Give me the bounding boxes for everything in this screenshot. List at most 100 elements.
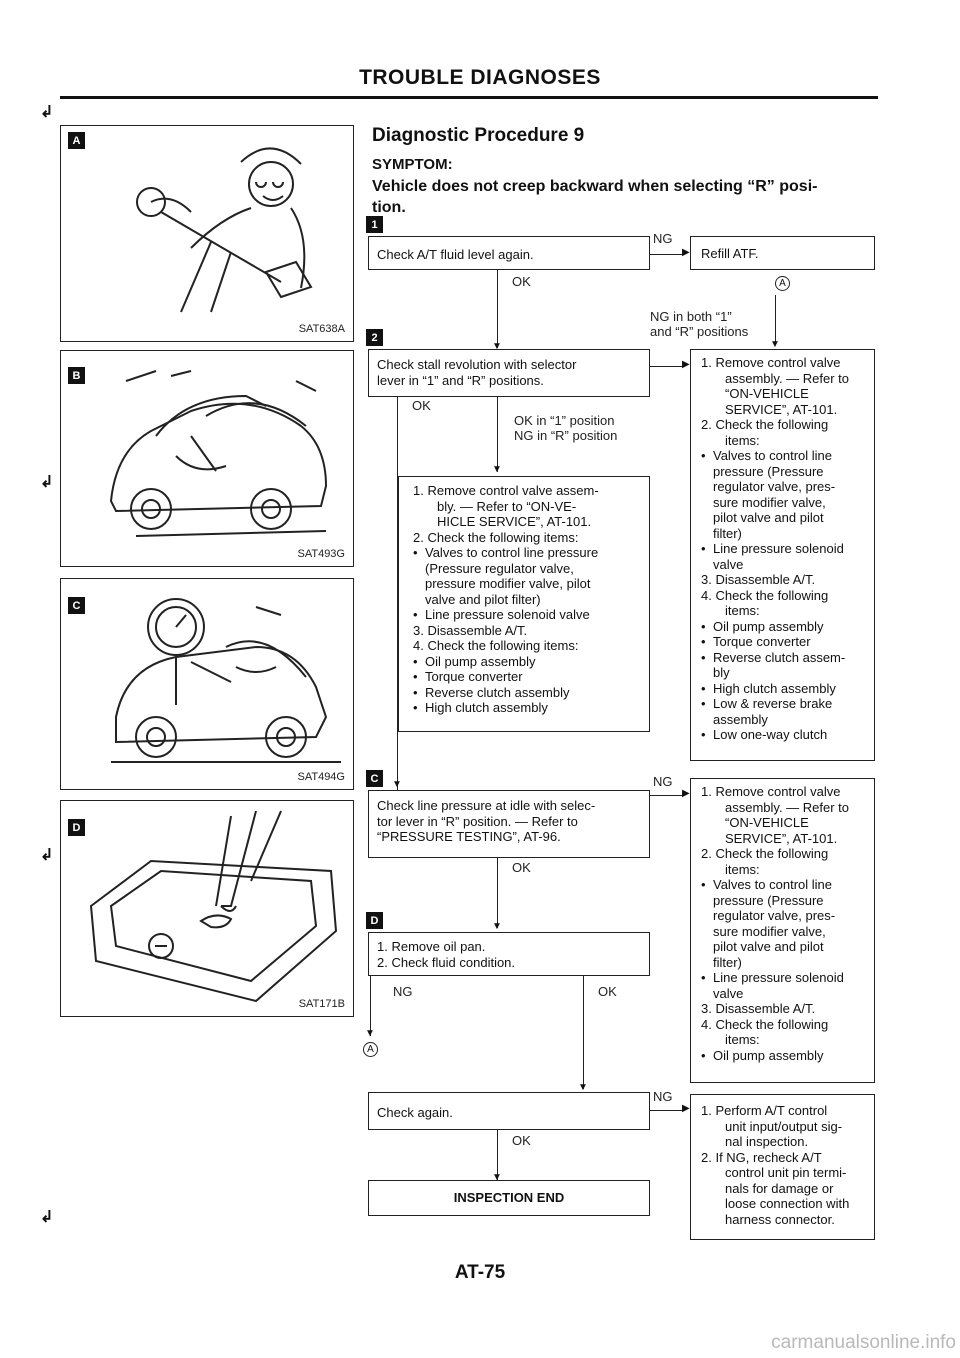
header-rule	[60, 96, 878, 99]
connector-line	[650, 1110, 684, 1111]
connector-line	[497, 858, 498, 928]
remedy-line: pressure modifier valve, pilot	[425, 576, 591, 591]
oil-pan-line2: 2. Check fluid condition.	[377, 954, 516, 970]
arrow-down-icon: ▼	[365, 1028, 375, 1039]
procedure-title: Diagnostic Procedure 9	[372, 125, 585, 146]
remedy-line: unit input/output sig-	[725, 1118, 843, 1134]
remedy-line: “ON-VEHICLE	[725, 815, 809, 830]
remedy-line: 4. Check the following items:	[413, 638, 579, 653]
remedy-line: (Pressure regulator valve,	[425, 560, 574, 576]
figure-caption: SAT493G	[297, 548, 346, 560]
remedy-line: HICLE SERVICE”, AT-101.	[437, 514, 592, 529]
remedy-line: valve	[713, 556, 744, 572]
remedy-line: 2. If NG, recheck A/T	[701, 1149, 822, 1165]
step-stall-check-box: Check stall revolution with selector lev…	[368, 349, 650, 397]
inspection-end-text: INSPECTION END	[453, 1190, 565, 1205]
arrow-right-icon: ▶	[682, 359, 690, 370]
remedy-line: items:	[725, 1032, 760, 1047]
margin-tick: ↲	[40, 1209, 54, 1226]
remedy-line: regulator valve, pres-	[713, 908, 836, 923]
ng-both-label-line1: NG in both “1”	[650, 309, 732, 324]
remedy-bullet: Reverse clutch assem-	[713, 649, 846, 665]
remedy-line: nals for damage or	[725, 1180, 834, 1196]
remedy-line: 4. Check the following	[701, 1016, 829, 1032]
connector-line	[497, 270, 498, 348]
ng-label: NG	[393, 984, 413, 999]
connector-line	[650, 254, 684, 255]
figure-caption: SAT638A	[298, 323, 345, 335]
remedy-line: 1. Remove control valve assem-	[413, 483, 599, 498]
remedy-line: control unit pin termi-	[725, 1165, 847, 1180]
remedy-bullet: Low & reverse brake	[713, 696, 833, 711]
figure-tag: A	[68, 132, 85, 149]
remedy-bullet: Line pressure solenoid	[713, 970, 844, 985]
remedy-line: 1. Perform A/T control	[701, 1103, 828, 1118]
figure-caption: SAT494G	[297, 771, 346, 783]
step-line-pressure-box: Check line pressure at idle with selec- …	[368, 790, 650, 858]
remedy-line: 1. Remove control valve	[701, 784, 841, 799]
remedy-bullet: Reverse clutch assembly	[425, 684, 570, 700]
remedy-line: pressure (Pressure	[713, 892, 824, 908]
remedy-line: “ON-VEHICLE	[725, 386, 809, 401]
remedy-line: valve and pilot filter)	[425, 591, 541, 607]
circle-a-reference: A	[775, 276, 790, 291]
remedy-line: sure modifier valve,	[713, 923, 826, 939]
remedy-line: sure modifier valve,	[713, 494, 826, 510]
remedy-box-middle: 1. Remove control valve assem- bly. — Re…	[398, 476, 650, 732]
ok-label: OK	[412, 398, 431, 413]
ng-in-r-label: NG in “R” position	[514, 428, 618, 443]
connector-line	[650, 795, 684, 796]
mechanic-dipstick-illustration	[136, 147, 313, 313]
car-hood-open-illustration	[109, 370, 328, 537]
oil-pan-line1: 1. Remove oil pan.	[377, 939, 486, 954]
page-number: AT-75	[454, 1262, 506, 1283]
inspection-end-box: INSPECTION END	[368, 1180, 650, 1216]
remedy-bullet: Oil pump assembly	[713, 1047, 824, 1063]
connector-line	[650, 366, 684, 367]
margin-tick: ↲	[40, 474, 54, 491]
remedy-line: assembly. — Refer to	[725, 799, 850, 815]
remedy-line: loose connection with	[725, 1196, 850, 1211]
refill-atf-box: Refill ATF.	[690, 236, 875, 270]
remedy-box-1: 1. Remove control valve assembly. — Refe…	[690, 349, 875, 761]
remedy-line: pilot valve and pilot	[713, 939, 824, 954]
remedy-bullet: Oil pump assembly	[713, 618, 824, 634]
remedy-bullet: Valves to control line	[713, 877, 832, 892]
check-again-text: Check again.	[377, 1105, 453, 1120]
ok-label: OK	[512, 1133, 531, 1148]
remedy-box-2: 1. Remove control valve assembly. — Refe…	[690, 778, 875, 1083]
remedy-line: 2. Check the following	[701, 417, 829, 432]
connector-line	[370, 976, 371, 1036]
figure-panel-a: A SAT638A	[60, 125, 354, 342]
remedy-line: 4. Check the following	[701, 587, 829, 603]
symptom-label: SYMPTOM:	[372, 156, 453, 173]
figure-panel-c: C SAT494G	[60, 578, 354, 790]
arrow-right-icon: ▶	[682, 247, 690, 258]
line-pressure-line3: “PRESSURE TESTING”, AT-96.	[377, 829, 561, 844]
remedy-line: 2. Check the following items:	[413, 529, 579, 545]
remedy-line: filter)	[713, 954, 742, 970]
check-again-box: Check again.	[368, 1092, 650, 1130]
ng-label: NG	[653, 774, 673, 789]
arrow-down-icon: ▼	[492, 921, 502, 932]
margin-tick: ↲	[40, 104, 54, 121]
oil-pan-illustration	[89, 810, 338, 1003]
remedy-line: 3. Disassemble A/T.	[701, 1001, 816, 1016]
figure-panel-b: B SAT493G	[60, 350, 354, 567]
remedy-bullet: High clutch assembly	[713, 680, 836, 696]
remedy-line: filter)	[713, 525, 742, 541]
step-marker: 1	[366, 216, 383, 233]
arrow-down-icon: ▼	[578, 1082, 588, 1093]
step-marker: C	[366, 770, 383, 787]
step-marker: 2	[366, 329, 383, 346]
remedy-line: 3. Disassemble A/T.	[701, 572, 816, 587]
remedy-bullet: Low one-way clutch	[713, 727, 828, 742]
step-check-fluid-box: Check A/T fluid level again.	[368, 236, 650, 270]
remedy-bullet: Line pressure solenoid	[713, 541, 844, 556]
watermark: carmanualsonline.info	[771, 1332, 956, 1353]
remedy-line: 2. Check the following	[701, 846, 829, 861]
car-pressure-gauge-illustration	[111, 598, 341, 763]
figure-tag: B	[68, 367, 85, 384]
figure-tag: C	[68, 597, 85, 614]
remedy-line: SERVICE”, AT-101.	[725, 830, 838, 846]
